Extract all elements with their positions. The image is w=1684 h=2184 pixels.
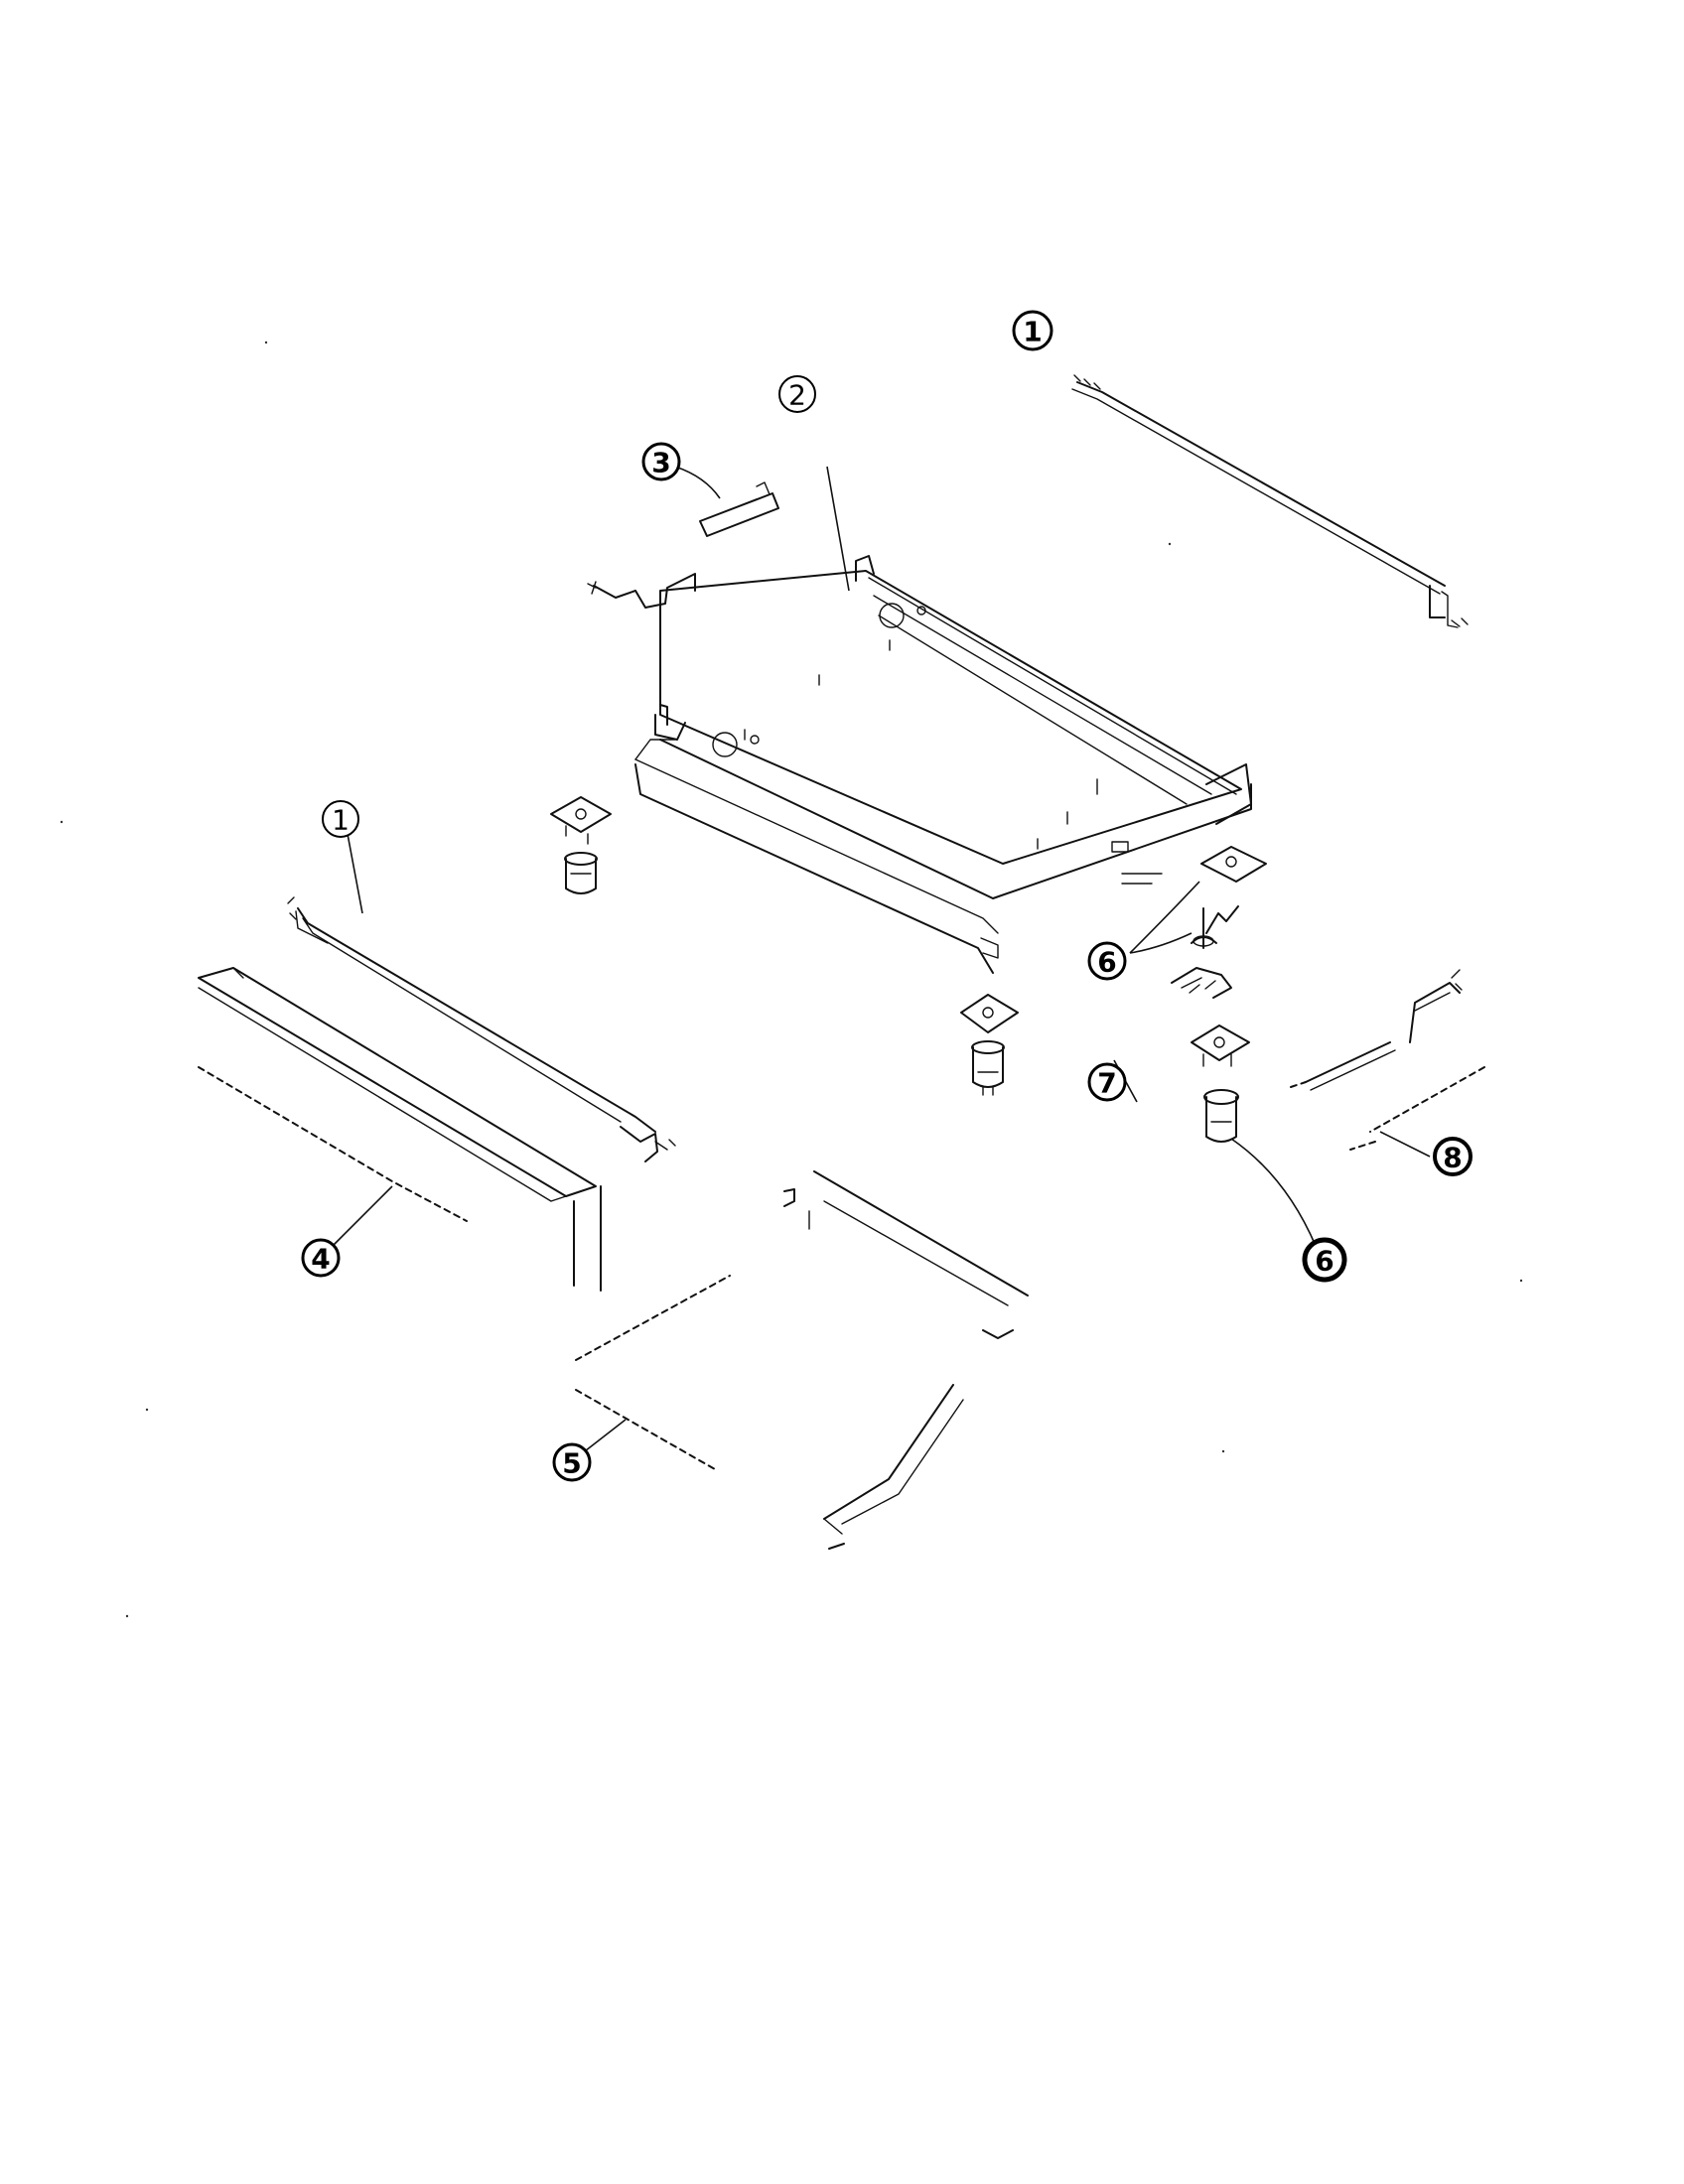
leveling-foot-right-lower: [1191, 1024, 1250, 1143]
svg-text:1: 1: [1023, 316, 1042, 348]
callout-6-leveling-foot: 6: [1087, 941, 1127, 981]
leveling-foot-right: [1191, 846, 1267, 949]
svg-text:6: 6: [1097, 946, 1116, 979]
leveling-foot-front: [960, 994, 1019, 1096]
front-rail-part: [287, 896, 676, 1162]
svg-text:5: 5: [562, 1447, 581, 1480]
leader-lines: [327, 466, 1431, 1455]
clip-part: [1171, 967, 1232, 999]
svg-text:1: 1: [332, 804, 350, 837]
callout-6-leveling-foot-lower: 6: [1302, 1237, 1347, 1283]
callout-1-front-rail: 1: [322, 800, 359, 838]
svg-text:2: 2: [788, 379, 806, 412]
callout-1-rear-rail: 1: [1012, 310, 1053, 351]
callout-8-side-rail: 8: [1433, 1137, 1473, 1176]
side-bracket-part: [587, 481, 779, 609]
side-rail-part: [1290, 969, 1485, 1151]
base-frame-part: [634, 555, 1252, 974]
svg-text:7: 7: [1097, 1067, 1116, 1100]
rear-rail-part: [1071, 374, 1469, 628]
callout-5-bottom-panel: 5: [552, 1442, 592, 1482]
callout-4-front-panel: 4: [301, 1238, 341, 1278]
svg-text:6: 6: [1315, 1245, 1333, 1278]
front-panel-part: [198, 967, 602, 1292]
leveling-foot-left-back: [550, 796, 612, 894]
bottom-panel-part: [575, 1170, 1029, 1550]
svg-text:8: 8: [1443, 1142, 1462, 1174]
callout-2-base-frame: 2: [778, 375, 816, 413]
svg-text:4: 4: [311, 1243, 330, 1276]
callout-7-clip: 7: [1087, 1062, 1127, 1102]
svg-text:3: 3: [651, 447, 670, 479]
scan-specks: [60, 341, 1523, 1618]
callout-3-side-bracket: 3: [641, 442, 681, 481]
